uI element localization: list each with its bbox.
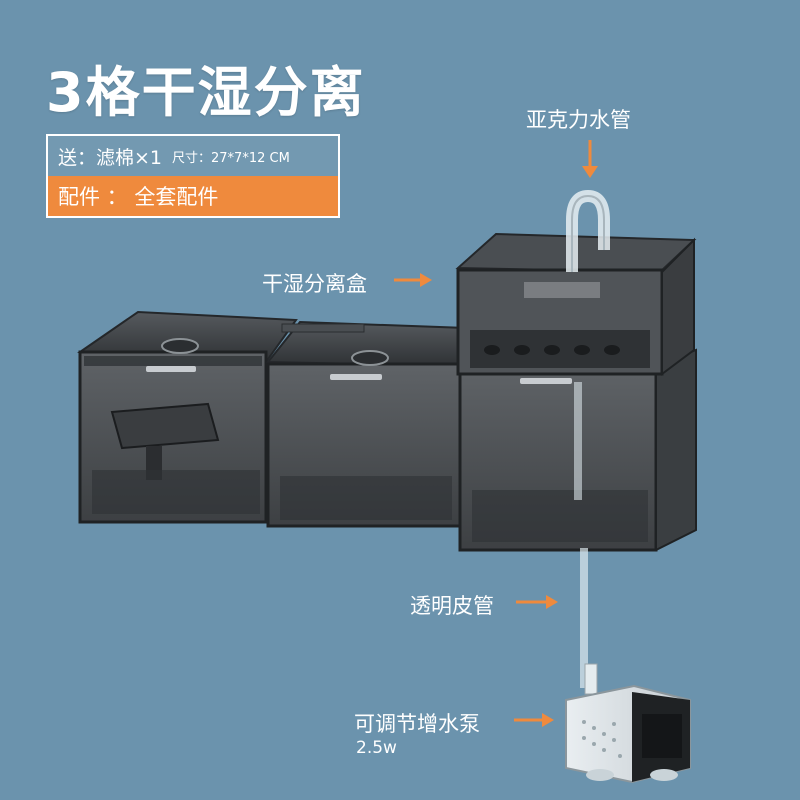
spec-row-accessories: 配件 ： 全套配件 (48, 176, 338, 216)
left-filter-box (77, 310, 298, 524)
product-title: 3格干湿分离 (46, 61, 366, 124)
spec-box: 送：滤棉×1 尺寸：27*7*12 CM 配件 ： 全套配件 (46, 134, 340, 218)
water-pump (565, 663, 691, 784)
arrow-right-icon-2 (516, 595, 558, 609)
acrylic-tube (566, 189, 610, 272)
label-clear-hose: 透明皮管 (410, 594, 494, 618)
callout-arrows (394, 140, 598, 727)
arrow-right-icon-3 (514, 713, 554, 727)
arrow-right-icon-1 (394, 273, 432, 287)
label-separation-box: 干湿分离盒 (262, 272, 367, 296)
spec-row-included: 送：滤棉×1 尺寸：27*7*12 CM (48, 136, 338, 176)
included-text: 送：滤棉×1 (58, 146, 163, 169)
dry-wet-separation-box (455, 232, 697, 376)
right-filter-box (458, 348, 697, 552)
size-text: 尺寸：27*7*12 CM (172, 150, 290, 166)
arrow-down-icon (582, 140, 598, 178)
middle-filter-box (265, 320, 468, 528)
label-acrylic-tube: 亚克力水管 (526, 108, 631, 132)
label-pump-power: 2.5w (356, 738, 397, 758)
clear-hose (580, 548, 588, 688)
label-pump: 可调节增水泵 (354, 712, 480, 736)
